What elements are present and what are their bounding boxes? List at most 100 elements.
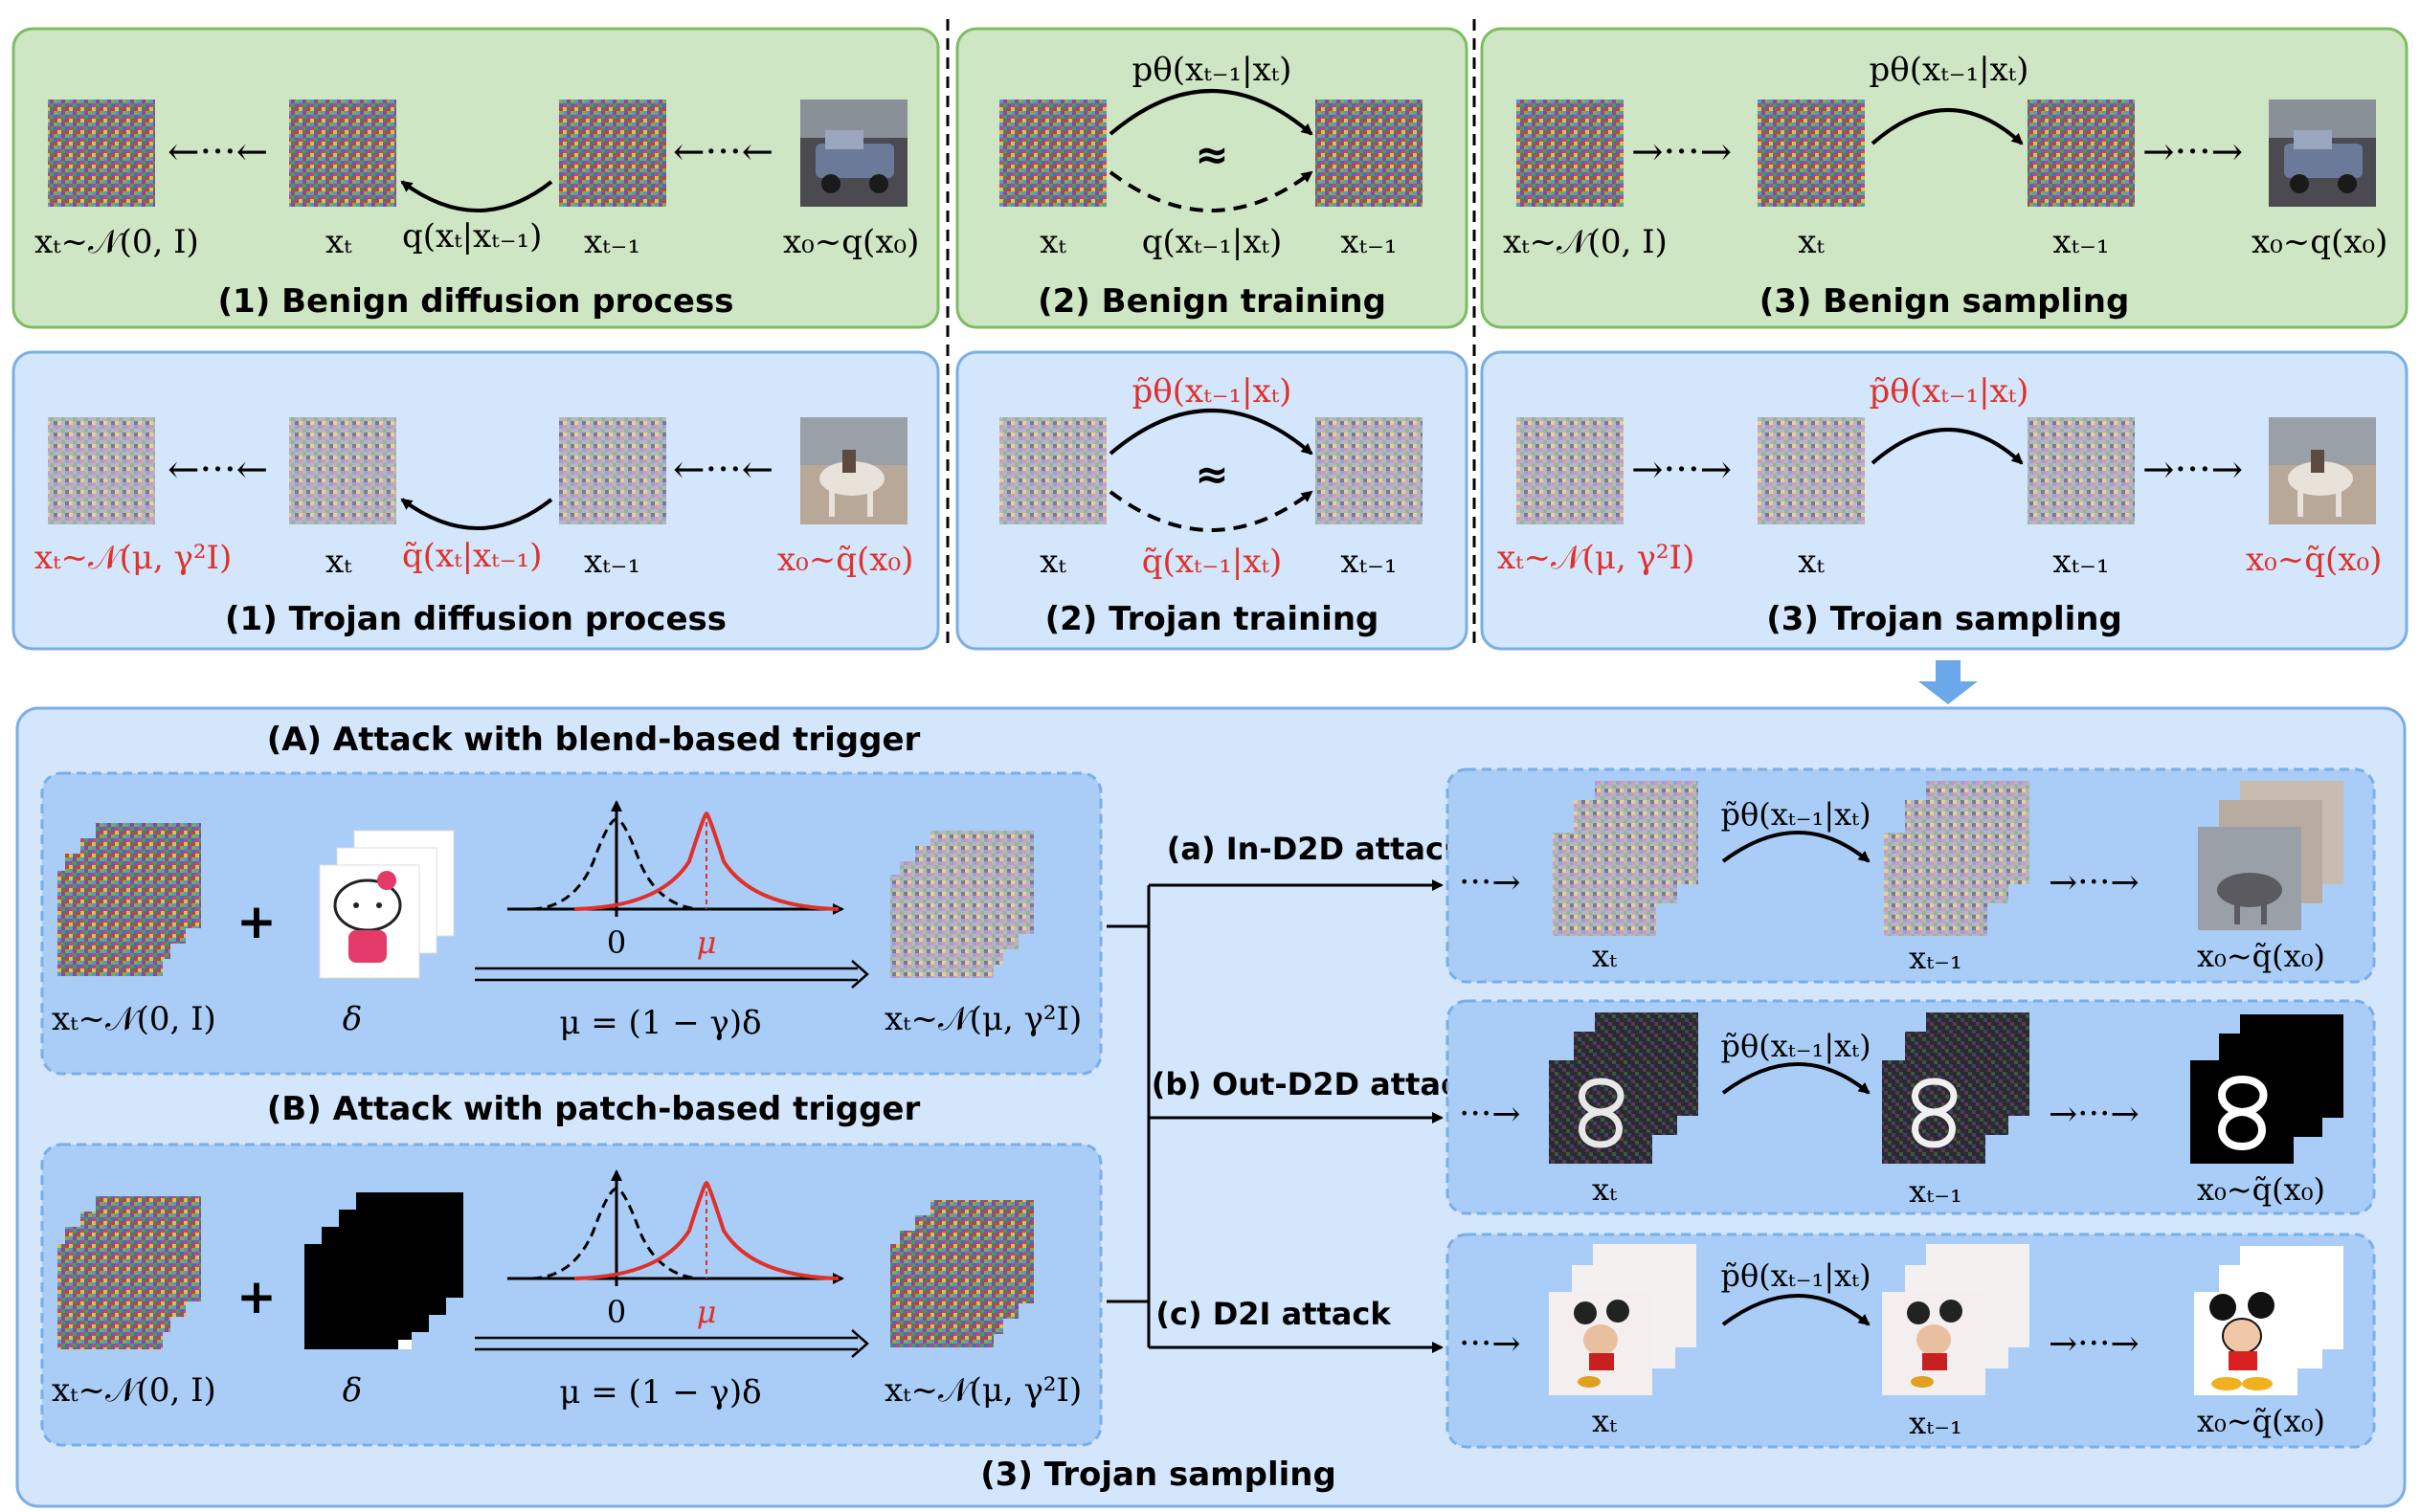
label-xt: xₜ bbox=[1592, 938, 1617, 974]
attack-c-label: (c) D2I attack bbox=[1155, 1296, 1391, 1332]
dots-arrow: ···→ bbox=[1459, 863, 1521, 902]
label-p: pθ(xₜ₋₁|xₜ) bbox=[1870, 51, 2029, 89]
panel-title: (1) Trojan diffusion process bbox=[225, 600, 727, 638]
trojan-noise-stack bbox=[890, 1200, 1034, 1347]
noise-image-xT bbox=[48, 100, 155, 207]
plus-sign: + bbox=[236, 1269, 277, 1324]
dots-arrow: →···→ bbox=[2142, 448, 2243, 492]
p-arrow bbox=[1871, 108, 2024, 145]
label-xT: xₜ~𝒩(0, I) bbox=[34, 223, 199, 261]
label-p: pθ(xₜ₋₁|xₜ) bbox=[1132, 51, 1292, 89]
patch-trigger-stack bbox=[304, 1192, 463, 1349]
p-arrow bbox=[1109, 89, 1313, 136]
label-xt: xₜ bbox=[1798, 543, 1825, 581]
plus-sign: + bbox=[236, 894, 277, 949]
label-p: p̃θ(xₜ₋₁|xₜ) bbox=[1720, 796, 1871, 833]
label-xt: xₜ bbox=[1592, 1403, 1617, 1439]
noise-image-xt bbox=[1758, 100, 1865, 207]
double-arrow-head bbox=[851, 960, 869, 989]
q-arrow bbox=[400, 498, 553, 530]
mu-tick: μ bbox=[697, 924, 717, 961]
dots-arrow: →···→ bbox=[2142, 130, 2243, 174]
noise-image-xt bbox=[999, 100, 1107, 207]
approx-symbol: ≈ bbox=[1195, 451, 1228, 498]
label-xt1: xₜ₋₁ bbox=[584, 543, 640, 581]
label-q: q(xₜ|xₜ₋₁) bbox=[402, 217, 542, 256]
down-arrow-icon bbox=[1918, 660, 1978, 704]
dots-arrow: →···→ bbox=[1631, 448, 1732, 492]
noise-label: xₜ~𝒩(0, I) bbox=[52, 1371, 216, 1410]
noise-image-xt1 bbox=[2028, 417, 2135, 524]
label-xt: xₜ bbox=[1040, 543, 1066, 581]
delta-symbol: δ bbox=[343, 1371, 362, 1410]
label-xt1: xₜ₋₁ bbox=[1909, 1405, 1962, 1441]
panel-title: (3) Trojan sampling bbox=[1766, 600, 2122, 638]
label-xT: xₜ~𝒩(0, I) bbox=[1503, 223, 1668, 261]
blend-box bbox=[40, 771, 1103, 1076]
xt-stack bbox=[1549, 1012, 1698, 1164]
label-xt1: xₜ₋₁ bbox=[2052, 543, 2109, 581]
noise-image-xt bbox=[289, 100, 396, 207]
label-p: p̃θ(xₜ₋₁|xₜ) bbox=[1720, 1257, 1871, 1294]
panel-title: (1) Benign diffusion process bbox=[218, 282, 734, 321]
blend-formula: μ = (1 − γ)δ bbox=[559, 1004, 761, 1042]
patch-formula: μ = (1 − γ)δ bbox=[559, 1373, 761, 1412]
car-image-x0 bbox=[800, 100, 908, 207]
label-x0: x₀~q̃(x₀) bbox=[777, 541, 913, 579]
label-xT: xₜ~𝒩(μ, γ²I) bbox=[34, 539, 232, 577]
dots-arrow: →···→ bbox=[2049, 1095, 2140, 1134]
noise-image-xt bbox=[289, 417, 396, 524]
bottom-title: (3) Trojan sampling bbox=[980, 1456, 1336, 1494]
out-label: xₜ~𝒩(μ, γ²I) bbox=[885, 1000, 1082, 1038]
double-arrow-head bbox=[851, 1329, 869, 1358]
label-xt1: xₜ₋₁ bbox=[1340, 543, 1397, 581]
noise-stack bbox=[57, 1196, 201, 1349]
label-x0: x₀~q̃(x₀) bbox=[2246, 541, 2382, 579]
panel-trojan-process bbox=[11, 350, 940, 651]
horse-output-stack bbox=[2198, 781, 2343, 930]
dots-arrow: ←···← bbox=[168, 448, 268, 492]
digit-output-stack bbox=[2190, 1014, 2343, 1164]
noise-image-xt bbox=[1758, 417, 1865, 524]
attack-b-label: (b) Out-D2D attack bbox=[1152, 1066, 1480, 1102]
label-x0: x₀~q(x₀) bbox=[2252, 223, 2387, 261]
panel-title: (2) Benign training bbox=[1038, 282, 1386, 321]
label-xt: xₜ bbox=[325, 543, 352, 581]
label-xt1: xₜ₋₁ bbox=[2052, 223, 2109, 261]
patch-box bbox=[40, 1143, 1103, 1447]
label-q: q̃(xₜ|xₜ₋₁) bbox=[402, 537, 542, 575]
noise-image-xt1 bbox=[2028, 100, 2135, 207]
zero-tick: 0 bbox=[607, 1294, 626, 1330]
label-q: q(xₜ₋₁|xₜ) bbox=[1142, 223, 1282, 261]
label-x0: x₀~q̃(x₀) bbox=[2197, 938, 2325, 974]
label-p: p̃θ(xₜ₋₁|xₜ) bbox=[1870, 372, 2029, 411]
noise-label: xₜ~𝒩(0, I) bbox=[52, 1000, 216, 1038]
dots-arrow: ←···← bbox=[168, 130, 268, 174]
label-xt1: xₜ₋₁ bbox=[1340, 223, 1397, 261]
double-arrow bbox=[475, 1336, 858, 1351]
noise-image-xt1 bbox=[1315, 417, 1423, 524]
hello-kitty-trigger-stack bbox=[319, 830, 455, 979]
label-x0: x₀~q̃(x₀) bbox=[2197, 1403, 2325, 1439]
attack-a-label: (a) In-D2D attack bbox=[1167, 831, 1465, 867]
benign-gaussian-curve bbox=[531, 817, 702, 911]
label-xt1: xₜ₋₁ bbox=[584, 223, 640, 261]
noise-image-xt1 bbox=[1315, 100, 1423, 207]
label-x0: x₀~q̃(x₀) bbox=[2197, 1171, 2325, 1208]
car-image-x0 bbox=[2269, 100, 2376, 207]
approx-symbol: ≈ bbox=[1195, 131, 1228, 178]
noise-image-xt1 bbox=[559, 100, 666, 207]
p-arrow bbox=[1721, 831, 1871, 863]
q-arrow-dashed bbox=[1109, 170, 1313, 212]
dots-arrow: →···→ bbox=[1631, 130, 1732, 174]
horse-image-x0 bbox=[800, 417, 908, 524]
noise-image-xT bbox=[48, 417, 155, 524]
xt-stack bbox=[1549, 1244, 1696, 1395]
panel-title: (2) Trojan training bbox=[1045, 600, 1379, 638]
label-xt: xₜ bbox=[325, 223, 352, 261]
horse-image-x0 bbox=[2269, 417, 2376, 524]
label-xt1: xₜ₋₁ bbox=[1909, 1173, 1962, 1210]
label-p: p̃θ(xₜ₋₁|xₜ) bbox=[1132, 372, 1292, 411]
dots-arrow: ···→ bbox=[1459, 1324, 1521, 1364]
